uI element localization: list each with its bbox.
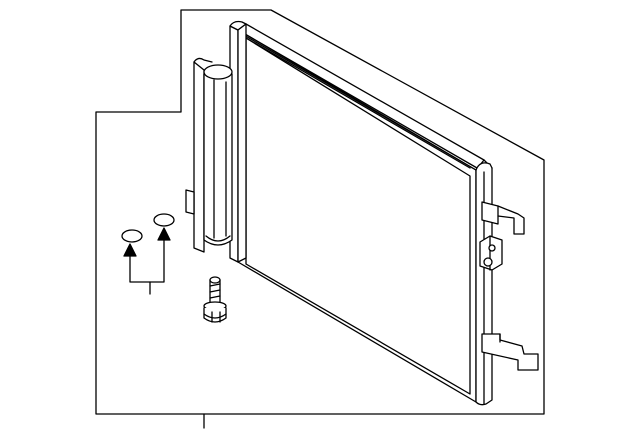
lower-bracket: [482, 334, 538, 370]
right-tank: [476, 160, 492, 405]
seal-ring-left: [122, 230, 142, 242]
connector-block: [480, 236, 502, 270]
seal-callout-arrows: [124, 228, 170, 294]
condenser-core: [238, 24, 484, 402]
seal-rings: [122, 214, 174, 242]
receiver-drier: [186, 58, 232, 252]
seal-ring-right: [154, 214, 174, 226]
upper-bracket: [482, 202, 524, 234]
diagram-frame: [96, 10, 544, 414]
bolt: [204, 277, 226, 322]
